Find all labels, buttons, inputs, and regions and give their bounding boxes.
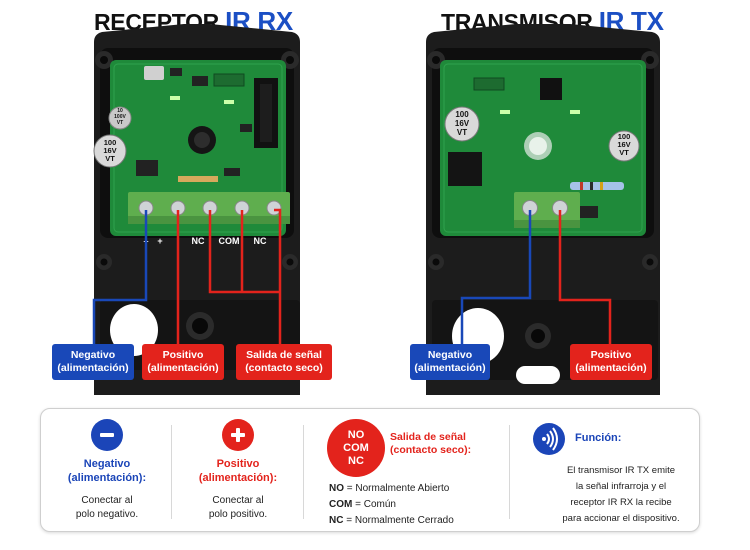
- terminal-label-nc-1: NC: [192, 236, 205, 246]
- receiver-device: 10 100V VT 100 16V VT – + NC C: [92, 24, 300, 395]
- transmitter-terminal-block: [514, 192, 580, 228]
- receiver-callout-signal: Salida de señal (contacto seco): [236, 344, 332, 380]
- legend-positive-head1: Positivo: [216, 458, 260, 470]
- callout-line2: (alimentación): [575, 362, 647, 374]
- legend-signal-heading: Salida de señal (contacto seco):: [390, 431, 471, 457]
- receiver-small-capacitor: 10 100V VT: [108, 106, 132, 130]
- legend-signal-head2: (contacto seco):: [390, 444, 472, 456]
- transmitter-components: [448, 77, 624, 218]
- callout-line1: Negativo: [70, 349, 116, 361]
- receiver-big-capacitor-l2: 16V: [103, 146, 116, 155]
- receiver-small-capacitor-l1: 10: [117, 108, 123, 114]
- legend-positive: Positivo (alimentación): Conectar al pol…: [175, 419, 301, 522]
- transmitter-left-capacitor-l1: 100: [455, 110, 469, 119]
- receiver-small-capacitor-l2: 100V: [114, 114, 126, 120]
- legend-signal-lines: NO = Normalmente Abierto COM = Común NC …: [329, 481, 454, 529]
- receiver-title: RECEPTOR IR RX: [94, 6, 293, 37]
- receiver-wires: [92, 208, 282, 352]
- legend-negative-text2: polo negativo.: [75, 509, 139, 520]
- legend-signal-head1: Salida de señal: [390, 431, 466, 443]
- legend-negative-text: Conectar al polo negativo.: [45, 494, 169, 522]
- terminal-label-positive: +: [157, 236, 162, 246]
- legend-function-text: El transmisor IR TX emite la señal infra…: [547, 463, 695, 527]
- minus-icon: [91, 419, 123, 451]
- legend-signal-line: NC = Normalmente Cerrado: [329, 513, 454, 529]
- receiver-callout-negative: Negativo (alimentación): [52, 344, 134, 380]
- receiver-small-capacitor-l3: VT: [117, 120, 123, 126]
- legend-panel: Negativo (alimentación): Conectar al pol…: [40, 408, 700, 532]
- signal-badge-com: COM: [343, 442, 369, 454]
- receiver-big-capacitor-l3: VT: [105, 154, 115, 163]
- legend-signal-desc: = Normalmente Cerrado: [346, 515, 454, 526]
- signal-badge: NO COM NC: [327, 419, 385, 477]
- terminal-label-nc-2: NC: [254, 236, 267, 246]
- callout-line2: (alimentación): [57, 362, 129, 374]
- transmitter-right-capacitor-l2: 16V: [617, 140, 630, 149]
- callout-line2: (contacto seco): [245, 362, 323, 374]
- transmitter-left-capacitor-l2: 16V: [455, 119, 470, 128]
- transmitter-right-capacitor: 100 16V VT: [608, 130, 640, 162]
- legend-divider: [509, 425, 510, 519]
- callout-line1: Negativo: [427, 349, 473, 361]
- transmitter-right-capacitor-l1: 100: [618, 132, 631, 141]
- transmitter-wires: [460, 210, 612, 352]
- signal-wave-icon: [533, 423, 565, 455]
- legend-function-line: la señal infrarroja y el: [575, 481, 667, 492]
- legend-signal-key: COM: [329, 499, 353, 510]
- transmitter-left-capacitor: 100 16V VT: [444, 106, 480, 142]
- legend-signal-key: NO: [329, 483, 344, 494]
- legend-positive-text2: polo positivo.: [208, 509, 268, 520]
- legend-signal-line: NO = Normalmente Abierto: [329, 481, 454, 497]
- legend-positive-text: Conectar al polo positivo.: [175, 494, 301, 522]
- terminal-label-com: COM: [219, 236, 240, 246]
- receiver-big-capacitor: 100 16V VT: [93, 134, 127, 168]
- legend-positive-text1: Conectar al: [212, 495, 264, 506]
- legend-function-line: El transmisor IR TX emite: [566, 465, 676, 476]
- legend-divider: [303, 425, 304, 519]
- receiver-big-capacitor-l1: 100: [104, 138, 117, 147]
- legend-negative-text1: Conectar al: [81, 495, 133, 506]
- legend-negative-heading: Negativo (alimentación):: [45, 457, 169, 485]
- legend-negative-head1: Negativo: [83, 458, 131, 470]
- callout-line1: Salida de señal: [246, 349, 322, 361]
- callout-line1: Positivo: [162, 349, 204, 361]
- signal-badge-nc: NC: [348, 455, 364, 467]
- legend-positive-heading: Positivo (alimentación):: [175, 457, 301, 485]
- legend-signal-line: COM = Común: [329, 497, 454, 513]
- transmitter-callout-positive: Positivo (alimentación): [570, 344, 652, 380]
- legend-function-line: para accionar el dispositivo.: [562, 513, 680, 524]
- plus-icon: [222, 419, 254, 451]
- transmitter-left-capacitor-l3: VT: [457, 128, 467, 137]
- callout-line2: (alimentación): [147, 362, 219, 374]
- legend-positive-head2: (alimentación):: [198, 472, 278, 484]
- legend-negative-head2: (alimentación):: [67, 472, 147, 484]
- legend-negative: Negativo (alimentación): Conectar al pol…: [45, 419, 169, 522]
- signal-badge-no: NO: [347, 429, 365, 441]
- callout-line2: (alimentación): [414, 362, 486, 374]
- callout-line1: Positivo: [590, 349, 632, 361]
- transmitter-right-capacitor-l3: VT: [619, 148, 629, 157]
- legend-function-line: receptor IR RX la recibe: [570, 497, 672, 508]
- transmitter-device: 100 16V VT 100 16V VT: [426, 24, 660, 395]
- legend-signal-desc: = Normalmente Abierto: [346, 483, 450, 494]
- legend-signal-desc: = Común: [355, 499, 396, 510]
- transmitter-callout-negative: Negativo (alimentación): [410, 344, 490, 380]
- legend-signal-key: NC: [329, 515, 344, 526]
- legend-divider: [171, 425, 172, 519]
- receiver-callout-positive: Positivo (alimentación): [142, 344, 224, 380]
- legend-function-heading: Función:: [575, 432, 622, 444]
- receiver-components: [136, 66, 278, 182]
